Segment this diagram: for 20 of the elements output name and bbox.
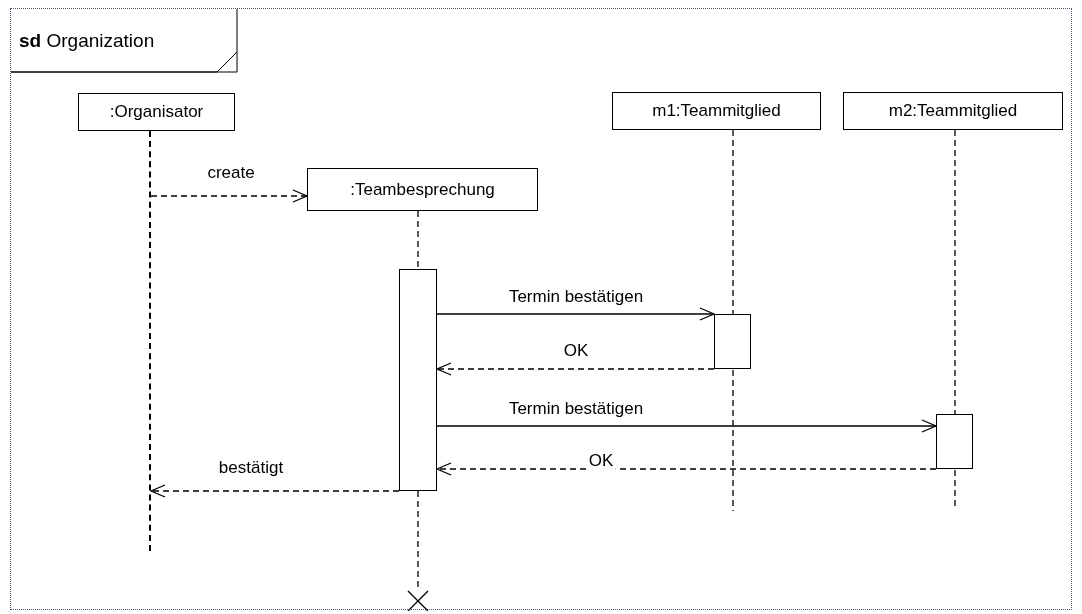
object-box: :Teambesprechung xyxy=(307,168,538,211)
activation-bar xyxy=(936,414,973,469)
message-arrow xyxy=(436,419,937,433)
lifeline xyxy=(149,131,151,551)
message-arrow xyxy=(436,307,715,321)
edge-label: bestätigt xyxy=(216,459,286,477)
object-box: m1:Teammitglied xyxy=(612,92,821,130)
message-arrow xyxy=(436,462,937,476)
activation-bar xyxy=(399,269,437,491)
message-arrow xyxy=(436,362,715,376)
object-box: :Organisator xyxy=(78,93,235,131)
edge-label: OK xyxy=(586,452,616,470)
edge-label: Termin bestätigen xyxy=(506,288,646,306)
message-arrow xyxy=(150,484,400,498)
edge-label: Termin bestätigen xyxy=(506,400,646,418)
activation-bar xyxy=(714,314,751,369)
frame-title: sd Organization xyxy=(19,29,155,53)
frame xyxy=(10,8,1072,610)
object-box: m2:Teammitglied xyxy=(843,92,1063,130)
message-arrow xyxy=(150,189,308,203)
